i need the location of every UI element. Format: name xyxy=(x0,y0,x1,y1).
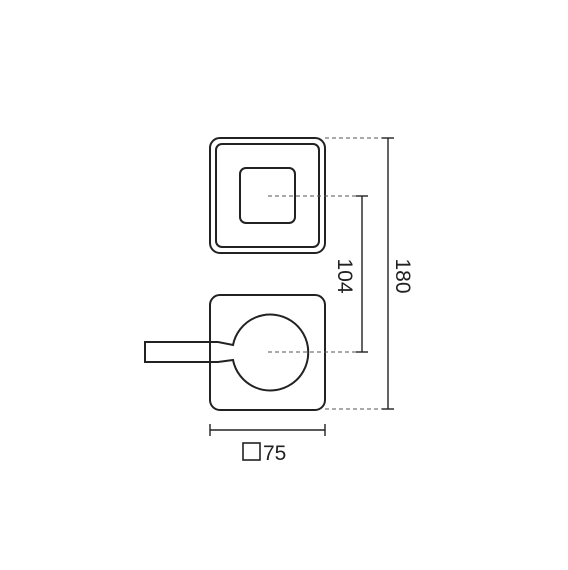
square-symbol-icon xyxy=(242,442,261,461)
lever-handle-outline xyxy=(144,313,310,392)
dim-104-label: 104 xyxy=(333,258,356,293)
top-square-insert xyxy=(239,167,296,224)
dimension-lines xyxy=(209,137,394,436)
dim-180-label: 180 xyxy=(391,258,414,293)
top-escutcheon xyxy=(209,137,326,254)
top-outer-frame xyxy=(209,137,326,254)
dim-75-label: 75 xyxy=(263,442,286,465)
extension-lines xyxy=(268,137,388,410)
